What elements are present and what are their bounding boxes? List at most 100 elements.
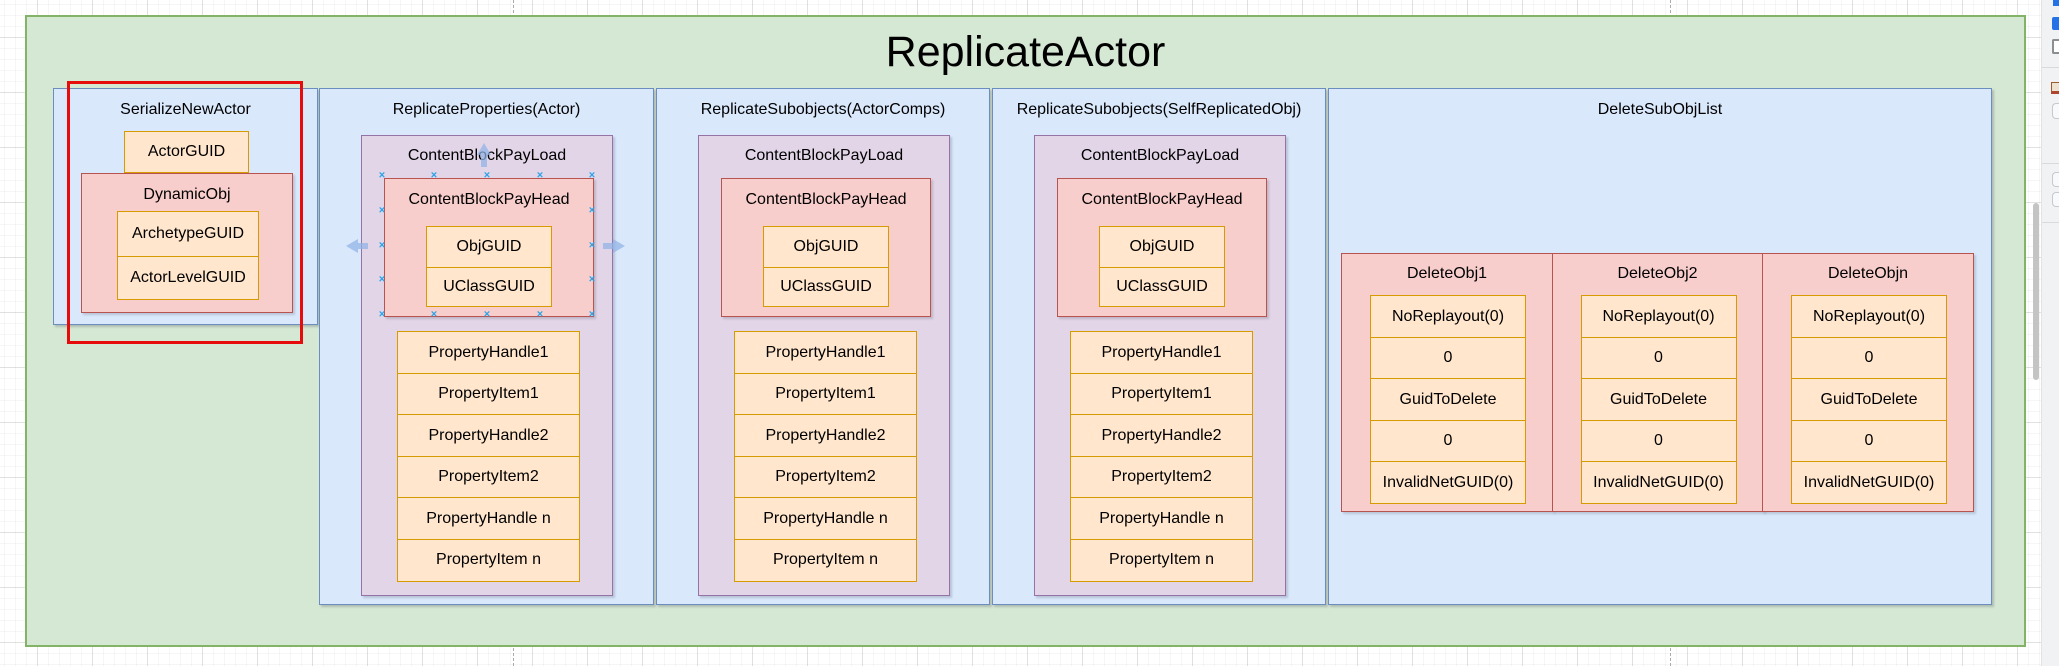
delete-obj-field[interactable]: GuidToDelete [1791, 378, 1947, 421]
property-row[interactable]: PropertyHandle1 [1070, 331, 1253, 374]
replicate-properties-label: ReplicateProperties(Actor) [392, 101, 581, 118]
selection-handle[interactable]: × [588, 239, 596, 252]
property-row[interactable]: PropertyItem1 [397, 372, 580, 416]
panel-divider [2042, 67, 2059, 68]
selection-handle[interactable]: × [378, 273, 386, 286]
property-row[interactable]: PropertyHandle2 [1070, 414, 1253, 457]
checkbox-outline-icon[interactable] [2052, 39, 2059, 54]
delete-obj-field[interactable]: NoReplayout(0) [1791, 295, 1947, 338]
delete-subobj-list-box[interactable]: DeleteSubObjList DeleteObj1 NoReplayout(… [1328, 88, 1992, 605]
selection-handle[interactable]: × [483, 308, 491, 321]
delete-obj-field[interactable]: 0 [1580, 336, 1737, 380]
direction-arrow-up-icon[interactable] [477, 143, 491, 169]
delete-obj2-box[interactable]: DeleteObj2 NoReplayout(0) 0 GuidToDelete… [1551, 253, 1764, 512]
guid-rows: ObjGUID UClassGUID [426, 226, 552, 307]
replicate-subobjects-selfreplicatedobj-box[interactable]: ReplicateSubobjects(SelfReplicatedObj) C… [992, 88, 1326, 605]
selection-handle[interactable]: × [378, 169, 386, 182]
format-panel-edge [2041, 0, 2059, 666]
delete-obj-field[interactable]: InvalidNetGUID(0) [1370, 461, 1526, 504]
replicate-subobjects-actorcomps-box[interactable]: ReplicateSubobjects(ActorComps) ContentB… [656, 88, 990, 605]
content-block-payhead-box[interactable]: ContentBlockPayHead ObjGUID UClassGUID [384, 178, 594, 317]
button-outline[interactable] [2052, 103, 2059, 119]
archetype-guid-box[interactable]: ArchetypeGUID [117, 211, 259, 257]
content-block-payhead-box[interactable]: ContentBlockPayHead ObjGUID UClassGUID [1057, 178, 1267, 317]
actor-guid-label: ActorGUID [147, 143, 226, 160]
selection-handle[interactable]: × [588, 169, 596, 182]
property-row[interactable]: PropertyHandle2 [397, 414, 580, 457]
replicate-properties-box[interactable]: ReplicateProperties(Actor) ContentBlockP… [319, 88, 654, 605]
delete-obj-field[interactable]: GuidToDelete [1370, 378, 1526, 421]
dynamic-obj-box[interactable]: DynamicObj ArchetypeGUID ActorLevelGUID [81, 173, 293, 313]
actor-guid-box[interactable]: ActorGUID [124, 131, 249, 173]
selection-handle[interactable]: × [536, 169, 544, 182]
blue-chip-icon[interactable] [2053, 0, 2059, 6]
delete-obj1-box[interactable]: DeleteObj1 NoReplayout(0) 0 GuidToDelete… [1341, 253, 1553, 512]
selection-handle[interactable]: × [378, 239, 386, 252]
actor-level-guid-box[interactable]: ActorLevelGUID [117, 255, 259, 300]
diagram-title: ReplicateActor [885, 28, 1166, 76]
selection-handle[interactable]: × [536, 308, 544, 321]
delete-obj-field[interactable]: 0 [1791, 419, 1947, 463]
selection-handle[interactable]: × [430, 308, 438, 321]
uclass-guid-box[interactable]: UClassGUID [763, 266, 889, 307]
property-row[interactable]: PropertyItem1 [1070, 372, 1253, 416]
content-block-payhead-box[interactable]: ContentBlockPayHead ObjGUID UClassGUID [721, 178, 931, 317]
obj-guid-label: ObjGUID [456, 238, 522, 255]
direction-arrow-left-icon[interactable] [346, 239, 370, 253]
obj-guid-box[interactable]: ObjGUID [1099, 226, 1225, 268]
red-highlight-rect[interactable] [67, 81, 303, 344]
selection-handle[interactable]: × [378, 204, 386, 217]
vertical-scrollbar-thumb[interactable] [2033, 203, 2039, 380]
dynamic-obj-rows: ArchetypeGUID ActorLevelGUID [117, 211, 259, 300]
delete-obj-field[interactable]: InvalidNetGUID(0) [1580, 461, 1737, 504]
property-row[interactable]: PropertyItem n [734, 538, 917, 582]
property-row[interactable]: PropertyItem n [397, 538, 580, 582]
property-row[interactable]: PropertyHandle n [397, 497, 580, 540]
delete-obj-field[interactable]: 0 [1791, 336, 1947, 380]
content-block-payhead-label: ContentBlockPayHead [408, 191, 570, 208]
property-row[interactable]: PropertyItem n [1070, 538, 1253, 582]
selection-handle[interactable]: × [588, 308, 596, 321]
panel-divider [2042, 163, 2059, 164]
uclass-guid-box[interactable]: UClassGUID [426, 266, 552, 307]
actor-level-guid-label: ActorLevelGUID [130, 268, 246, 286]
property-row[interactable]: PropertyHandle n [1070, 497, 1253, 540]
button-outline[interactable] [2052, 192, 2059, 207]
obj-guid-box[interactable]: ObjGUID [426, 226, 552, 268]
content-block-payload-box[interactable]: ContentBlockPayLoad ContentBlockPayHead … [1034, 135, 1286, 596]
delete-objn-label: DeleteObjn [1827, 265, 1909, 282]
property-row[interactable]: PropertyItem2 [397, 455, 580, 499]
property-row[interactable]: PropertyItem1 [734, 372, 917, 416]
property-row[interactable]: PropertyHandle1 [734, 331, 917, 374]
obj-guid-box[interactable]: ObjGUID [763, 226, 889, 268]
image-icon[interactable] [2051, 82, 2059, 94]
delete-obj-field[interactable]: InvalidNetGUID(0) [1791, 461, 1947, 504]
property-row[interactable]: PropertyItem2 [1070, 455, 1253, 499]
blue-square-icon[interactable] [2052, 17, 2059, 30]
delete-obj-field[interactable]: 0 [1370, 419, 1526, 463]
property-row[interactable]: PropertyItem2 [734, 455, 917, 499]
direction-arrow-right-icon[interactable] [601, 239, 625, 253]
content-block-payhead-label: ContentBlockPayHead [1081, 191, 1243, 208]
delete-obj-field[interactable]: GuidToDelete [1580, 378, 1737, 421]
delete-obj2-label: DeleteObj2 [1617, 265, 1698, 282]
delete-objn-box[interactable]: DeleteObjn NoReplayout(0) 0 GuidToDelete… [1762, 253, 1974, 512]
uclass-guid-box[interactable]: UClassGUID [1099, 266, 1225, 307]
dynamic-obj-label: DynamicObj [143, 186, 231, 203]
delete-obj-field[interactable]: 0 [1580, 419, 1737, 463]
selection-handle[interactable]: × [588, 204, 596, 217]
property-row[interactable]: PropertyHandle2 [734, 414, 917, 457]
selection-handle[interactable]: × [588, 273, 596, 286]
serialize-new-actor-box[interactable]: SerializeNewActor ActorGUID DynamicObj A… [53, 88, 318, 325]
content-block-payload-box[interactable]: ContentBlockPayLoad ContentBlockPayHead … [698, 135, 950, 596]
selection-handle[interactable]: × [430, 169, 438, 182]
selection-handle[interactable]: × [378, 308, 386, 321]
content-block-payload-box[interactable]: ContentBlockPayLoad ContentBlockPayHead … [361, 135, 613, 596]
selection-handle[interactable]: × [483, 169, 491, 182]
property-row[interactable]: PropertyHandle1 [397, 331, 580, 374]
delete-obj-field[interactable]: NoReplayout(0) [1370, 295, 1526, 338]
property-row[interactable]: PropertyHandle n [734, 497, 917, 540]
delete-obj-field[interactable]: 0 [1370, 336, 1526, 380]
button-outline[interactable] [2052, 172, 2059, 187]
delete-obj-field[interactable]: NoReplayout(0) [1580, 295, 1737, 338]
